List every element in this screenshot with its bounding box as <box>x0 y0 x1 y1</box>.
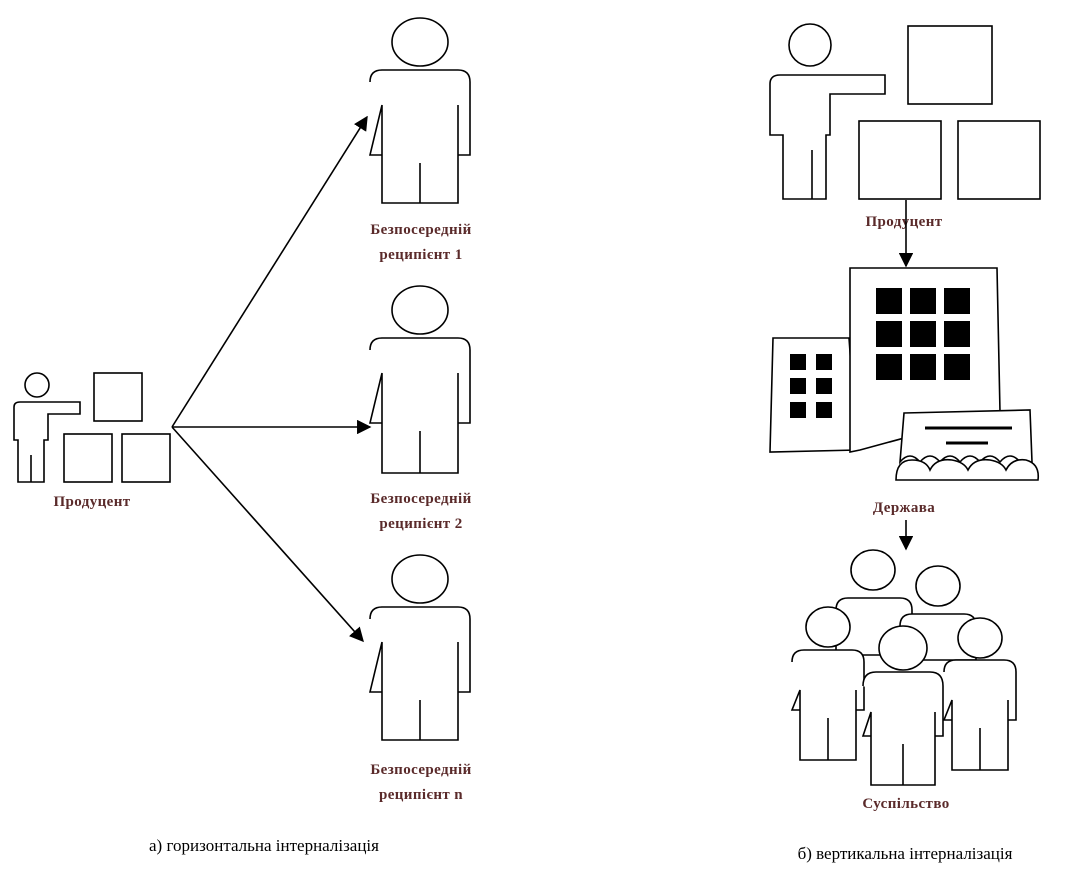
recipient-1: Безпосередній реципієнт 1 <box>368 17 471 263</box>
recipient-n-label-line1: Безпосередній <box>370 762 471 778</box>
right-producer: Продуцент <box>769 23 1041 230</box>
left-producer: Продуцент <box>13 372 171 510</box>
state-building-icon <box>769 267 1040 481</box>
society-group-icon <box>790 549 1017 786</box>
society-label: Суспільство <box>862 796 949 812</box>
left-arrows <box>171 115 372 643</box>
left-producer-label: Продуцент <box>53 494 130 510</box>
right-producer-figure-icon <box>769 23 1041 200</box>
caption-vertical: б) вертикальна інтерналізація <box>798 844 1013 863</box>
caption-horizontal: а) горизонтальна інтерналізація <box>149 836 379 855</box>
recipient-1-label-line1: Безпосередній <box>370 222 471 238</box>
recipient-2-label-line1: Безпосередній <box>370 491 471 507</box>
arrow-to-recipient-1 <box>171 115 368 428</box>
recipient-2: Безпосередній реципієнт 2 <box>368 285 471 532</box>
recipient-n: Безпосередній реципієнт n <box>368 554 471 803</box>
person-icon <box>368 285 471 474</box>
left-producer-figure-icon <box>13 372 171 483</box>
person-icon <box>368 554 471 741</box>
recipient-n-label-line2: реципієнт n <box>379 787 463 803</box>
person-icon <box>368 17 471 204</box>
state-label: Держава <box>873 500 935 516</box>
recipient-2-label-line2: реципієнт 2 <box>379 516 462 532</box>
arrow-to-recipient-n <box>171 426 364 643</box>
right-producer-label: Продуцент <box>865 214 942 230</box>
recipient-1-label-line2: реципієнт 1 <box>379 247 462 263</box>
